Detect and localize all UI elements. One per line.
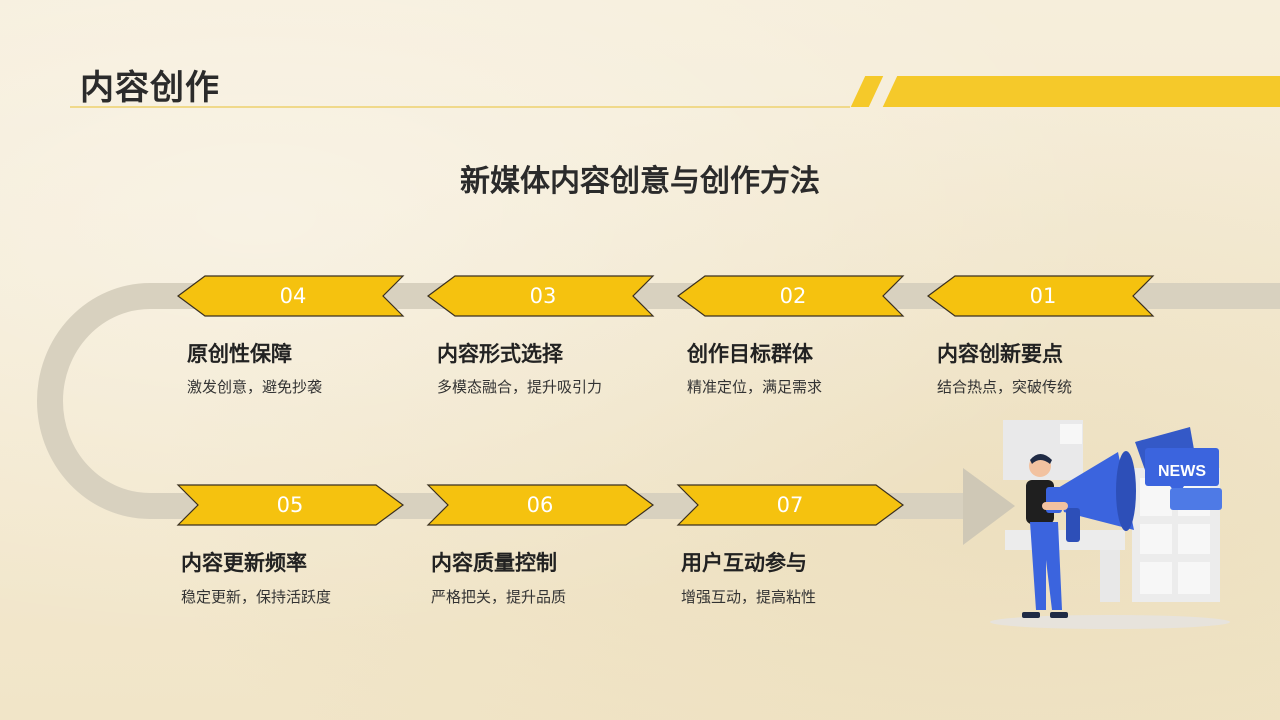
- step-description: 多模态融合，提升吸引力: [437, 378, 603, 396]
- chevron-07: [676, 484, 905, 526]
- news-badge-text: NEWS: [1158, 463, 1206, 480]
- track-path: [37, 283, 1280, 519]
- chevron-01: [926, 275, 1155, 317]
- step-number: 02: [779, 284, 807, 308]
- step-title: 内容质量控制: [431, 551, 557, 575]
- step-title: 内容更新频率: [181, 551, 307, 575]
- step-number: 07: [776, 493, 804, 517]
- chevron-03: [426, 275, 655, 317]
- step-description: 精准定位，满足需求: [687, 378, 823, 396]
- step-number: 04: [279, 284, 307, 308]
- step-description: 结合热点，突破传统: [937, 378, 1073, 396]
- step-title: 用户互动参与: [681, 551, 807, 575]
- chevron-02: [676, 275, 905, 317]
- page-title: 内容创作: [80, 68, 220, 108]
- step-description: 增强互动，提高粘性: [681, 588, 817, 606]
- step-title: 创作目标群体: [687, 342, 813, 366]
- header-underline: [70, 106, 850, 108]
- chevron-04: [176, 275, 405, 317]
- step-number: 01: [1029, 284, 1057, 308]
- megaphone-person-illustration: [990, 420, 1230, 629]
- step-number: 03: [529, 284, 557, 308]
- chevron-06: [426, 484, 655, 526]
- step-title: 内容创新要点: [937, 342, 1063, 366]
- track-arrow-icon: [963, 468, 1015, 545]
- step-number: 06: [526, 493, 554, 517]
- main-title: 新媒体内容创意与创作方法: [460, 164, 820, 199]
- step-description: 稳定更新，保持活跃度: [181, 588, 332, 606]
- step-description: 严格把关，提升品质: [431, 588, 567, 606]
- step-title: 原创性保障: [187, 342, 292, 366]
- step-description: 激发创意，避免抄袭: [187, 378, 323, 396]
- step-title: 内容形式选择: [437, 342, 563, 366]
- news-bubble-icon: [1145, 448, 1219, 486]
- step-number: 05: [276, 493, 304, 517]
- chevron-05: [176, 484, 405, 526]
